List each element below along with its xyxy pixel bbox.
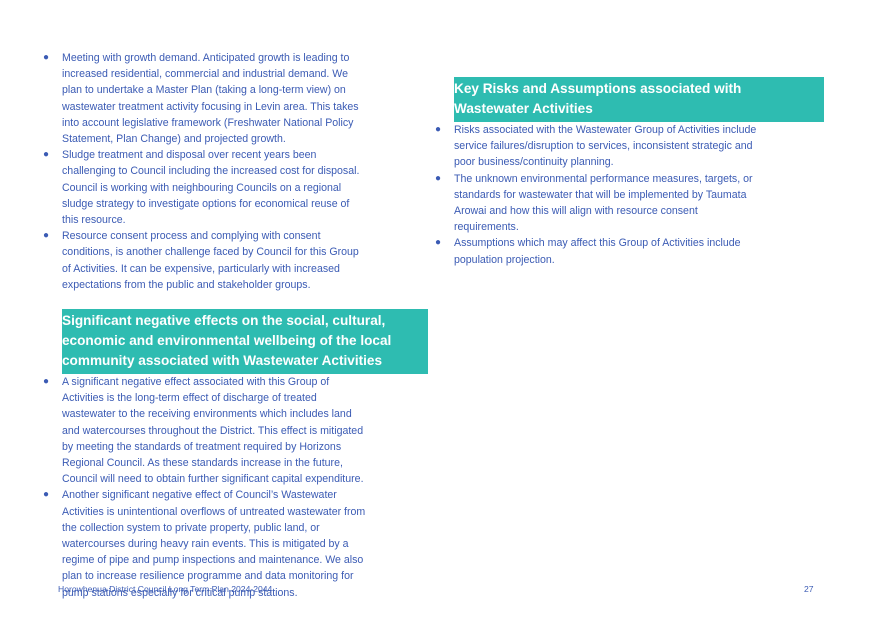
- negative-effects-list: ●A significant negative effect associate…: [43, 374, 367, 601]
- bullet-icon: ●: [43, 52, 50, 63]
- page-number: 27: [804, 584, 814, 594]
- negative-effects-heading: Significant negative effects on the soci…: [62, 309, 428, 375]
- bullet-icon: ●: [435, 237, 442, 249]
- bullet-icon: ●: [435, 172, 442, 184]
- bullet-icon: ●: [43, 149, 50, 161]
- growth-challenges-list: ●Meeting with growth demand. Anticipated…: [43, 50, 367, 293]
- key-risks-list: ●Risks associated with the Wastewater Gr…: [435, 122, 760, 268]
- bullet-icon: ●: [435, 124, 442, 135]
- list-item: ●Assumptions which may affect this Group…: [435, 237, 741, 266]
- list-item: ●Risks associated with the Wastewater Gr…: [435, 124, 757, 169]
- bullet-icon: ●: [43, 489, 50, 501]
- list-item: ●Sludge treatment and disposal over rece…: [43, 149, 360, 227]
- list-item: ●A significant negative effect associate…: [43, 376, 364, 486]
- key-risks-heading: Key Risks and Assumptions associated wit…: [454, 77, 824, 122]
- list-item: ●The unknown environmental performance m…: [435, 172, 753, 234]
- list-item: ●Resource consent process and complying …: [43, 230, 359, 291]
- bullet-icon: ●: [43, 230, 50, 242]
- footer-title: Horowhenua District Council Long Term Pl…: [58, 584, 273, 594]
- list-item: ●Meeting with growth demand. Anticipated…: [43, 52, 359, 146]
- right-column: Key Risks and Assumptions associated wit…: [435, 77, 824, 268]
- list-item: ●Another significant negative effect of …: [43, 489, 366, 599]
- left-column: ●Meeting with growth demand. Anticipated…: [43, 50, 428, 601]
- bullet-icon: ●: [43, 376, 50, 388]
